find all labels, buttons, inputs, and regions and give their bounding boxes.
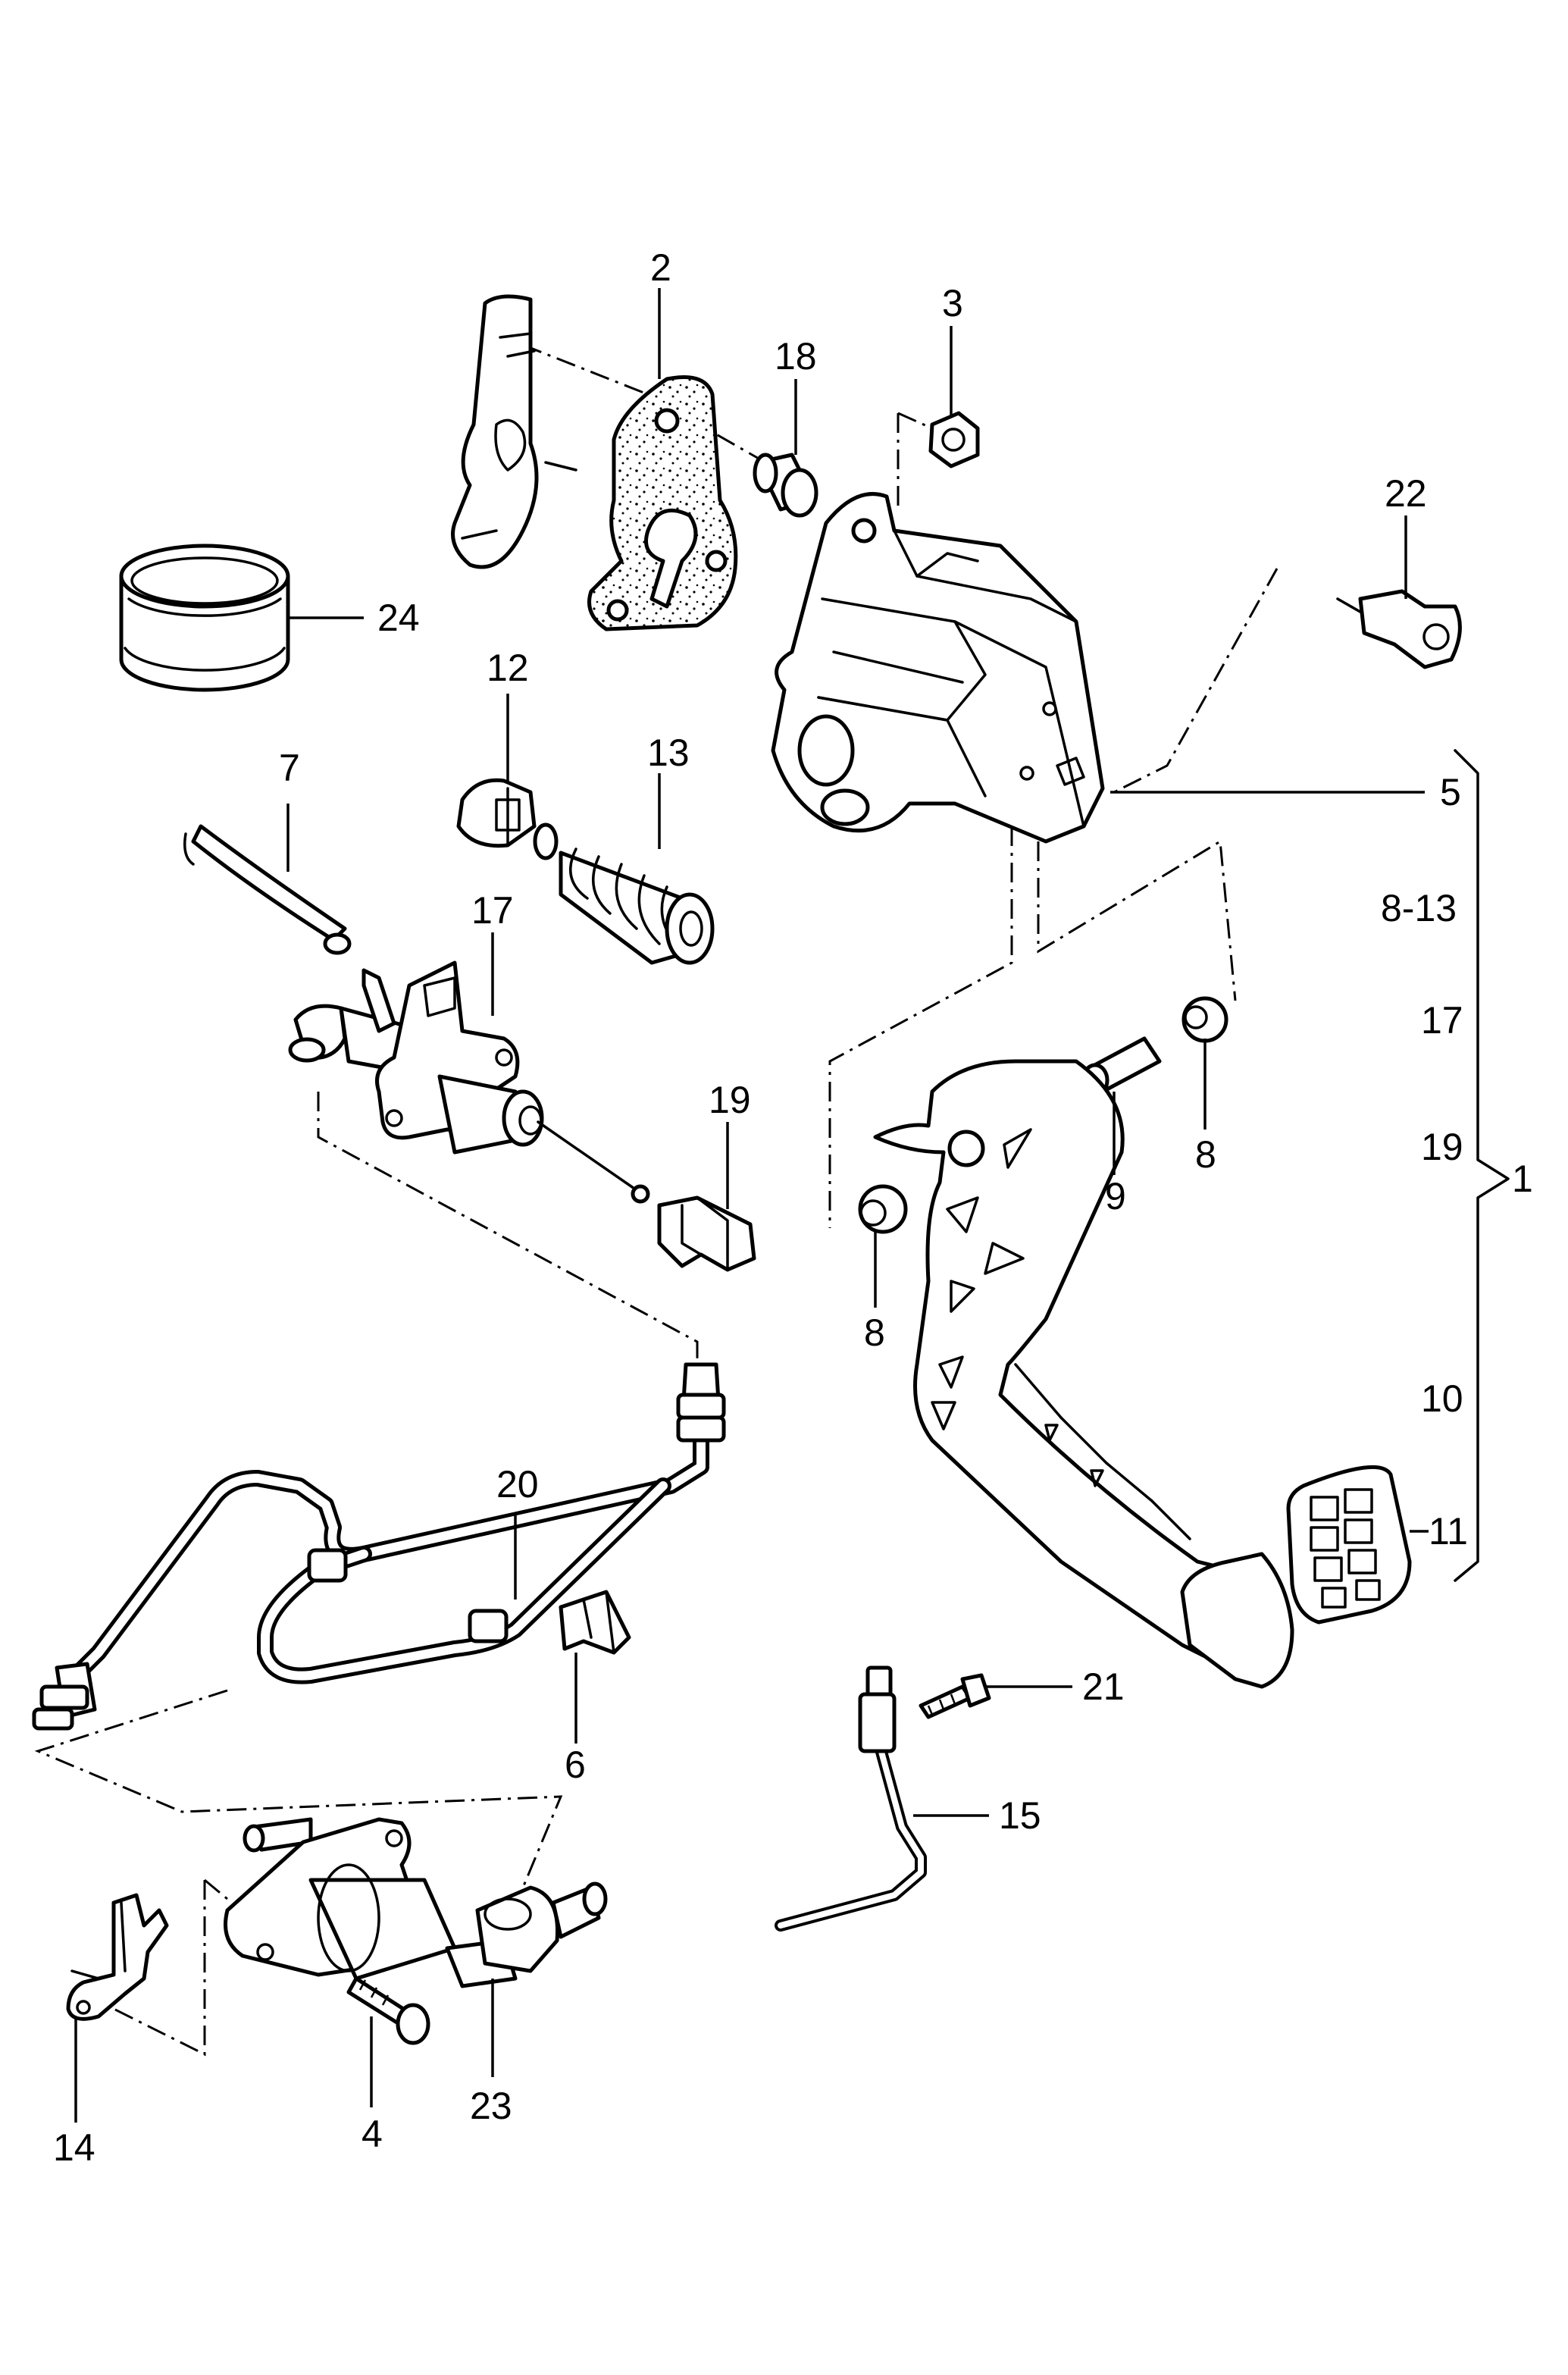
callout-9: 9: [1105, 1175, 1126, 1217]
callout-17: 17: [471, 889, 514, 932]
callout-6: 6: [565, 1744, 586, 1786]
clip-part-19: [657, 1195, 756, 1272]
callout-10: 10: [1421, 1377, 1463, 1420]
bolt-part-21: [919, 1673, 991, 1719]
mounting-bracket-plate: [451, 294, 577, 569]
clip-part-12: [456, 778, 537, 848]
callout-23: 23: [470, 2085, 512, 2127]
callout-17-right: 17: [1421, 999, 1463, 1042]
gasket-part-2: [587, 375, 738, 631]
pedal-lever-part-10: [873, 1059, 1294, 1689]
callout-8-lower: 8: [864, 1311, 885, 1354]
assembly-guide-lines: [34, 343, 1278, 2057]
callout-21: 21: [1082, 1665, 1125, 1708]
clutch-line-part-20: [32, 1362, 726, 1731]
bush-part-18: [753, 453, 818, 518]
sensor-wire-part-15: [775, 1665, 927, 1932]
bracket-part-14: [66, 1893, 169, 2021]
sleeve-part-24: [119, 544, 290, 692]
assembly-bracket: [1454, 749, 1510, 1582]
callout-4: 4: [361, 2113, 383, 2155]
hose-part-7: [183, 824, 352, 955]
callout-18: 18: [775, 335, 817, 378]
callout-8-upper: 8: [1195, 1133, 1216, 1176]
leader-lines: [74, 288, 1429, 2123]
callout-3: 3: [942, 282, 963, 324]
master-cylinder-part-17: [288, 960, 650, 1204]
clip-part-6: [559, 1590, 631, 1655]
callout-11: 11: [1429, 1510, 1468, 1553]
bushing-part-8-upper: [1181, 996, 1228, 1043]
callout-22: 22: [1385, 472, 1427, 515]
callout-24: 24: [377, 597, 420, 639]
callout-2: 2: [650, 246, 671, 289]
callout-20: 20: [496, 1463, 539, 1506]
callout-1: 1: [1512, 1158, 1533, 1200]
pedal-bracket-housing-part-5: [771, 492, 1105, 844]
bushing-part-8-lower: [858, 1184, 908, 1234]
callout-13: 13: [647, 732, 690, 774]
callout-labels: 2 3 18 22 24 12 13 7 5 8-13 17 17 19 19 …: [53, 246, 1533, 2169]
bolt-part-4: [346, 1976, 430, 2045]
spring-part-13: [533, 822, 715, 965]
callout-7: 7: [279, 747, 300, 789]
switch-part-22: [1336, 589, 1462, 669]
callout-19-right: 19: [1421, 1126, 1463, 1168]
slave-cylinder-part-23: [224, 1817, 608, 1988]
callout-19: 19: [709, 1079, 751, 1121]
callout-15: 15: [999, 1794, 1041, 1837]
callout-5: 5: [1440, 771, 1461, 813]
callout-8-13: 8-13: [1381, 887, 1457, 929]
callout-14: 14: [53, 2126, 95, 2169]
pedal-pad-part-11: [1286, 1465, 1412, 1625]
callout-12: 12: [487, 647, 529, 689]
nut-part-3: [928, 411, 980, 468]
